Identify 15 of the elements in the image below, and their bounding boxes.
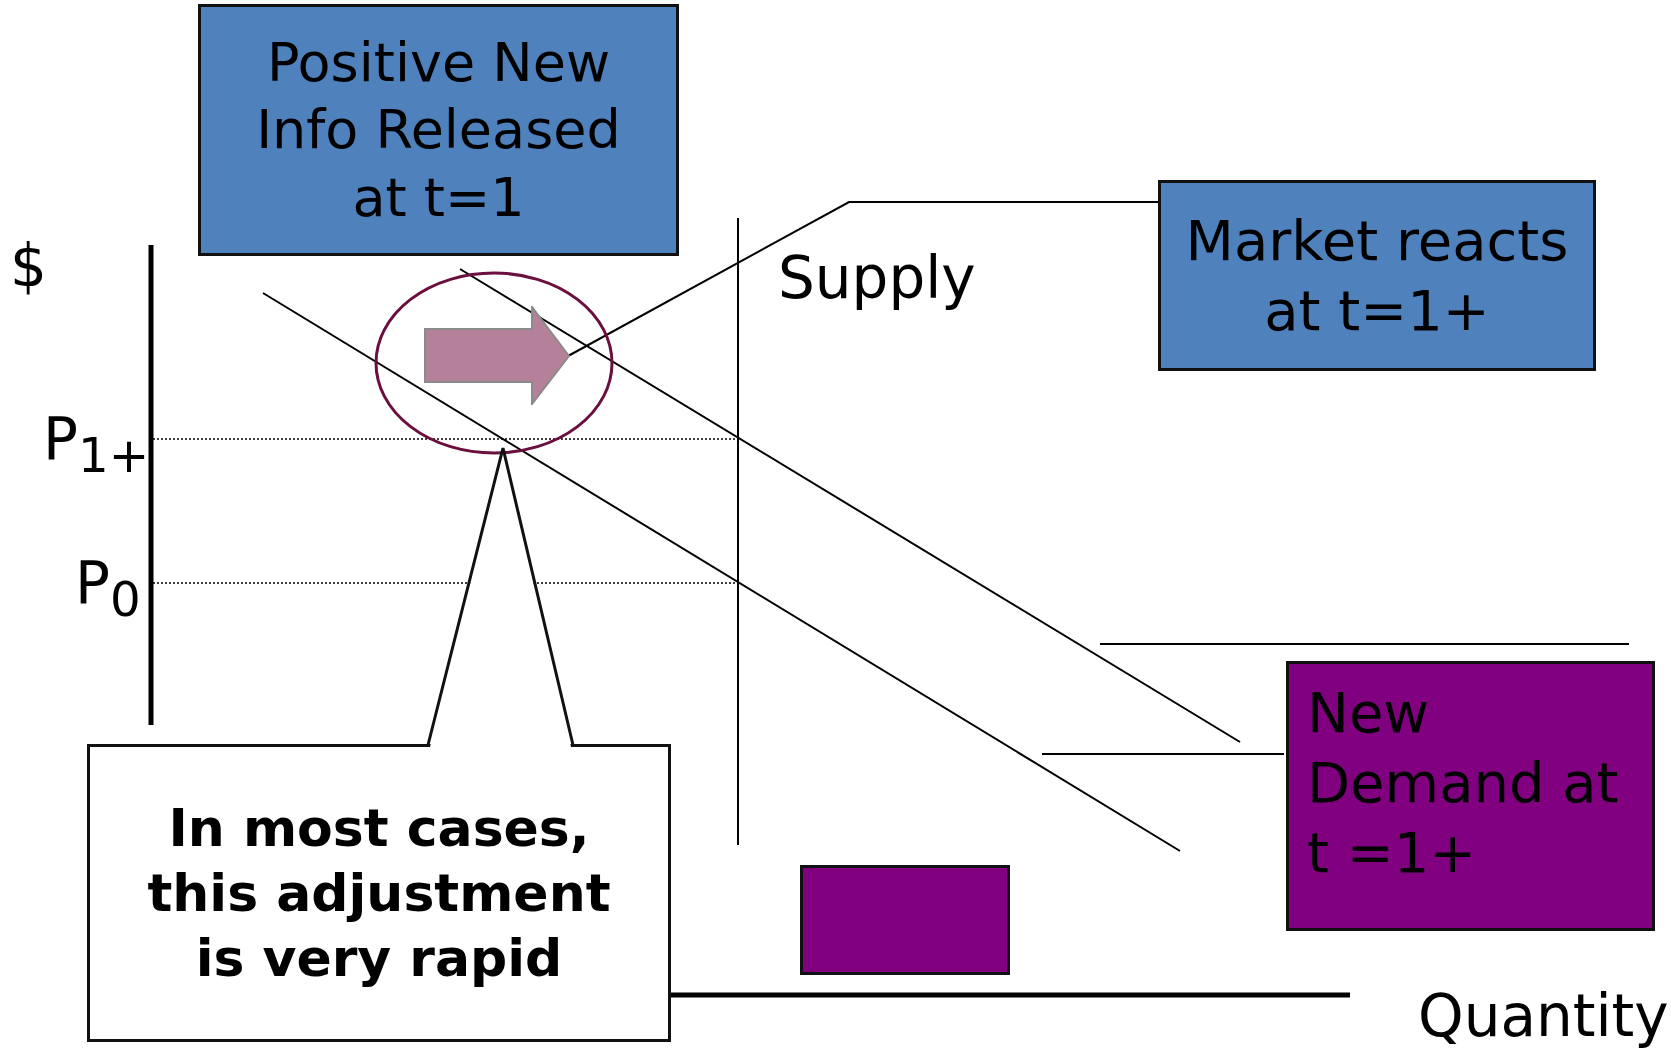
highlight-ellipse [374,271,614,455]
text-box [1158,180,1596,371]
shift-arrow-icon [424,306,570,405]
box-label: Positive New Info Released at t=1 [255,29,622,231]
callout-text: In most cases, this adjustment is very rapid [146,796,612,990]
box-label: Market reacts at t=1+ [1184,206,1570,345]
text-box [87,744,671,1042]
text-box [1286,661,1655,931]
axis-label: $ [10,237,47,295]
price-label: P$_{1+}$ [43,410,150,479]
box-shape [800,865,1010,975]
text-box [198,4,679,256]
leader-line [568,201,1159,357]
price-label: P$_{0}$ [75,554,141,623]
box-label: New Demand at t =1+ [1307,679,1620,887]
